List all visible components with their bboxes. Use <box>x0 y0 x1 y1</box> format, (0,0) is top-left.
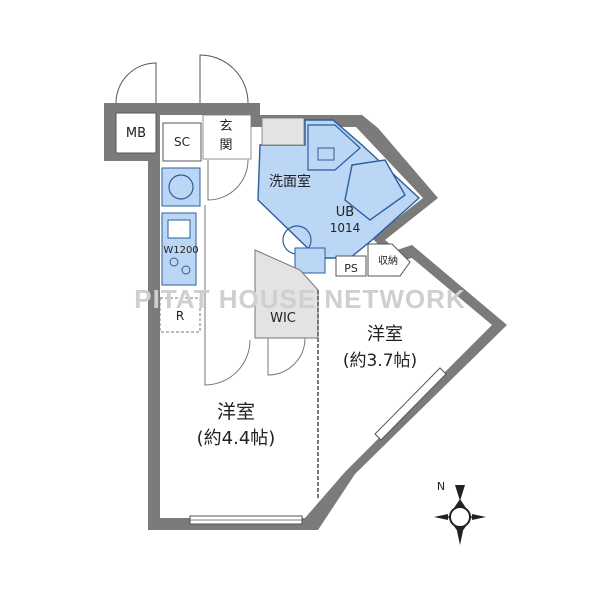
ps-label: PS <box>344 262 358 275</box>
watermark: PITAT HOUSE NETWORK <box>134 284 465 314</box>
entrance-floor <box>202 114 252 160</box>
entrance-label-1: 玄 <box>219 119 232 134</box>
room2-door-swing <box>204 339 251 386</box>
interior-floor <box>160 115 492 518</box>
toilet-icon <box>317 147 335 161</box>
entrance-inner-door-swing <box>207 159 249 201</box>
ub-size-label: 1014 <box>330 221 361 235</box>
diagonal-window <box>374 367 447 441</box>
stove-burner-1 <box>169 257 179 267</box>
sc-label: SC <box>174 135 190 149</box>
room1-name: 洋室 <box>367 324 403 345</box>
mb-door-swing <box>115 62 157 104</box>
entrance-label-2: 関 <box>219 138 232 153</box>
bathtub <box>344 159 406 221</box>
wic-door-swing <box>267 337 306 376</box>
room1-size: (約3.7帖) <box>343 351 417 371</box>
fridge-label: R <box>176 309 184 323</box>
kitchen-sink <box>167 219 191 239</box>
storage-closet <box>367 243 411 277</box>
stove-burner-2 <box>181 265 191 275</box>
basin-icon <box>282 225 312 255</box>
mb-closet-inner <box>115 112 157 154</box>
washer-space <box>261 117 305 146</box>
compass-icon <box>434 485 486 545</box>
sc-box <box>162 122 202 162</box>
ps-shaft <box>335 255 367 277</box>
storage-label: 収納 <box>378 254 398 267</box>
wet-area <box>257 119 421 259</box>
wic-label: WIC <box>270 311 296 326</box>
mb-label: MB <box>126 126 146 141</box>
entrance-door-swing <box>199 54 249 104</box>
room2-name: 洋室 <box>217 401 255 423</box>
room2-size: (約4.4帖) <box>197 428 276 449</box>
washing-machine-pan <box>161 167 201 207</box>
kitchen-label: W1200 <box>163 245 198 256</box>
washbasin-counter <box>294 247 326 274</box>
ub-label: UB <box>336 205 354 220</box>
washroom-label: 洗面室 <box>269 173 311 190</box>
compass-north-label: N <box>437 480 445 493</box>
washing-machine-drum <box>168 174 194 200</box>
fridge-space <box>159 297 201 333</box>
